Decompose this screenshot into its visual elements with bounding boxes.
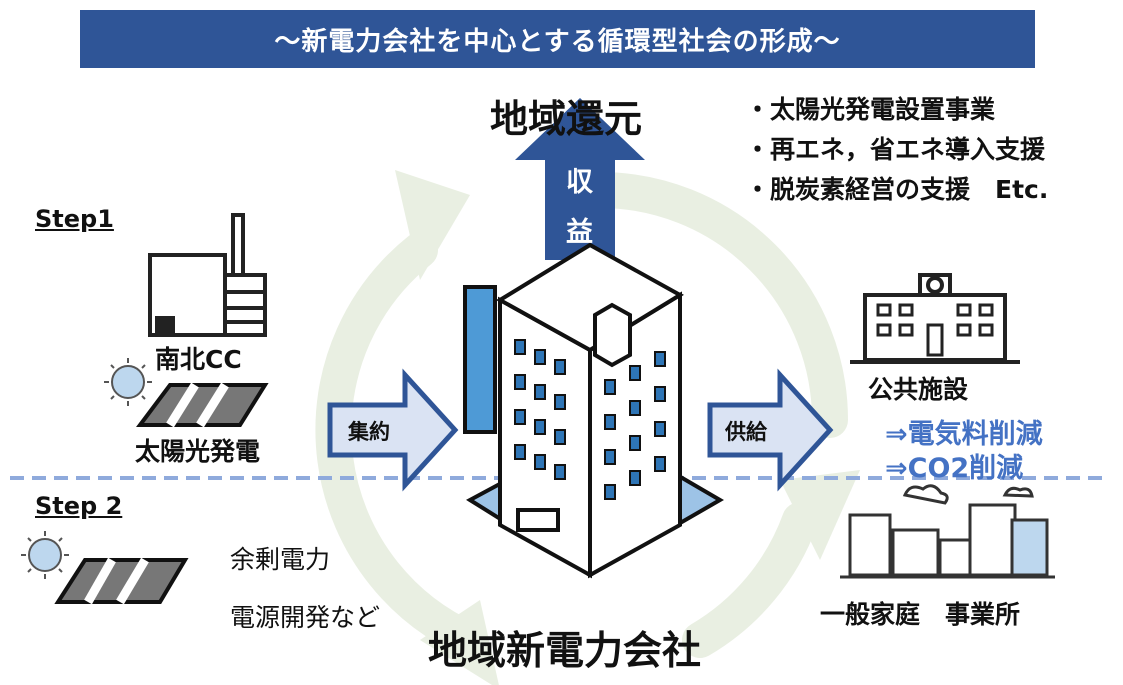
cycle-head-top-left — [395, 170, 470, 280]
supply-arrow — [707, 368, 834, 492]
supply-label: 供給 — [725, 420, 767, 444]
public-facility-label: 公共施設 — [868, 375, 969, 404]
bullet-solar-install: ・太陽光発電設置事業 — [745, 95, 996, 124]
step1-label: Step1 — [35, 205, 114, 233]
solar-label: 太陽光発電 — [135, 437, 261, 466]
cycle-head-right — [780, 470, 860, 560]
aggregate-label: 集約 — [348, 420, 390, 444]
title-banner: ～新電力会社を中心とする循環型社会の形成～ — [80, 10, 1035, 68]
cycle-arrowheads — [395, 170, 860, 685]
cycle-arc-right — [582, 172, 848, 438]
power-plant-icon — [148, 213, 267, 337]
cycle-arc-bottom — [682, 502, 818, 658]
cycle-head-bottom-left — [420, 600, 499, 685]
cycle-arrows — [315, 172, 848, 658]
surplus-power-label: 余剰電力 — [230, 545, 331, 574]
bullet-decarbonization: ・脱炭素経営の支援 Etc. — [745, 175, 1049, 204]
profit-up-arrow — [515, 98, 645, 260]
new-power-company-label: 地域新電力会社 — [428, 629, 702, 674]
company-building-icon — [463, 242, 724, 579]
profit-char-2: 益 — [566, 217, 593, 248]
building-windows — [514, 339, 666, 500]
plant-label: 南北CC — [155, 345, 242, 374]
solar-panel-step1-icon — [104, 358, 269, 428]
homes-offices-label: 一般家庭 事業所 — [820, 600, 1021, 629]
profit-char-1: 収 — [566, 167, 593, 198]
power-development-label: 電源開発など — [230, 603, 381, 632]
aggregate-arrow — [327, 368, 459, 492]
solar-panel-step2-icon — [21, 531, 189, 605]
bullet-renewable-support: ・再エネ，省エネ導入支援 — [745, 135, 1046, 164]
cycle-arc-left — [315, 232, 488, 658]
benefit-electricity-cost: ⇒電気料削減 — [885, 419, 1043, 450]
homes-offices-icon — [840, 484, 1055, 579]
step2-label: Step 2 — [35, 492, 123, 520]
public-facility-icon — [850, 273, 1020, 364]
regional-return-heading: 地域還元 — [490, 97, 643, 141]
benefit-co2: ⇒CO2削減 — [885, 453, 1024, 484]
